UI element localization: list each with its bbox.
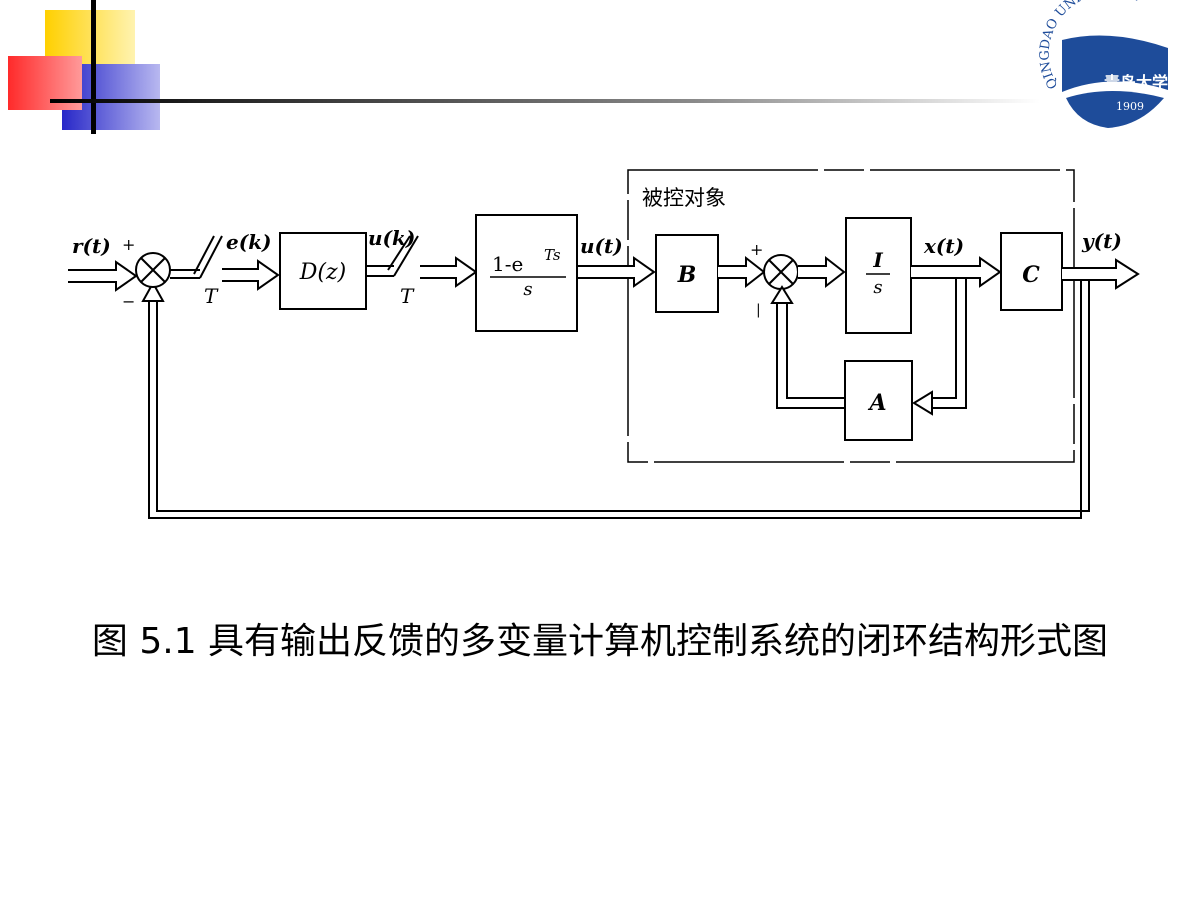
signal-u-k: u(k)	[368, 226, 415, 250]
logo-lower-wave	[1066, 91, 1164, 128]
controller-block	[279, 232, 367, 310]
a-feedback-path	[786, 302, 845, 399]
sign-plus-2: +	[750, 240, 763, 259]
input-arrow	[68, 260, 138, 292]
logo-year: 1909	[1116, 100, 1144, 113]
sampler-2	[366, 235, 419, 277]
arrow-u-k	[420, 256, 478, 288]
arrow-y	[1062, 258, 1140, 290]
a-feedback-arrowhead	[770, 285, 794, 304]
integrator-denominator: s	[873, 277, 882, 298]
zoh-numerator: 1-e	[492, 252, 523, 276]
summing-junction-1	[135, 252, 171, 288]
plant-boundary	[627, 169, 1075, 463]
arrow-u-t	[578, 256, 656, 288]
controller-label: D(z)	[299, 260, 346, 285]
output-matrix-block	[1000, 232, 1063, 311]
signal-u-t: u(t)	[580, 234, 623, 258]
logo-blue-swoosh	[1062, 35, 1168, 92]
figure-caption: 图 5.1 具有输出反馈的多变量计算机控制系统的闭环结构形式图	[91, 621, 1109, 662]
state-feedback-path	[932, 278, 957, 399]
sampler-1	[170, 235, 223, 279]
sign-bar-2: |	[756, 302, 761, 318]
sign-minus-1: −	[122, 292, 135, 311]
signal-y: y(t)	[1081, 229, 1122, 253]
university-logo: QINGDAO UNIVERSITY 青岛大学 1909	[1038, 0, 1168, 128]
sign-plus-1: +	[122, 235, 135, 254]
summing-junction-2	[763, 254, 799, 290]
logo-chinese-name: 青岛大学	[1104, 73, 1168, 92]
sampler-1-label: T	[204, 284, 219, 308]
feedback-arrowhead	[141, 280, 165, 302]
state-feedback-arrowhead	[912, 390, 933, 416]
signal-r: r(t)	[72, 234, 111, 258]
zoh-exponent: Ts	[544, 246, 561, 264]
output-feedback-path	[148, 276, 1082, 519]
header-rule	[50, 99, 1040, 103]
header-decoration	[8, 0, 1040, 134]
input-matrix-label: B	[677, 262, 697, 288]
signal-e: e(k)	[226, 230, 272, 254]
system-matrix-block	[844, 360, 913, 441]
output-matrix-label: C	[1022, 262, 1040, 288]
integrator-block	[845, 217, 912, 334]
arrow-to-integrator	[798, 255, 846, 289]
system-matrix-label: A	[867, 390, 886, 416]
arrow-b-out	[718, 255, 766, 289]
arrow-e	[222, 259, 280, 291]
deco-vertical-bar	[91, 0, 96, 134]
zoh-block	[475, 214, 578, 332]
integrator-numerator: I	[872, 248, 883, 272]
signal-x: x(t)	[923, 234, 964, 258]
plant-label: 被控对象	[642, 186, 726, 210]
zoh-denominator: s	[523, 279, 532, 300]
sampler-2-label: T	[400, 284, 415, 308]
